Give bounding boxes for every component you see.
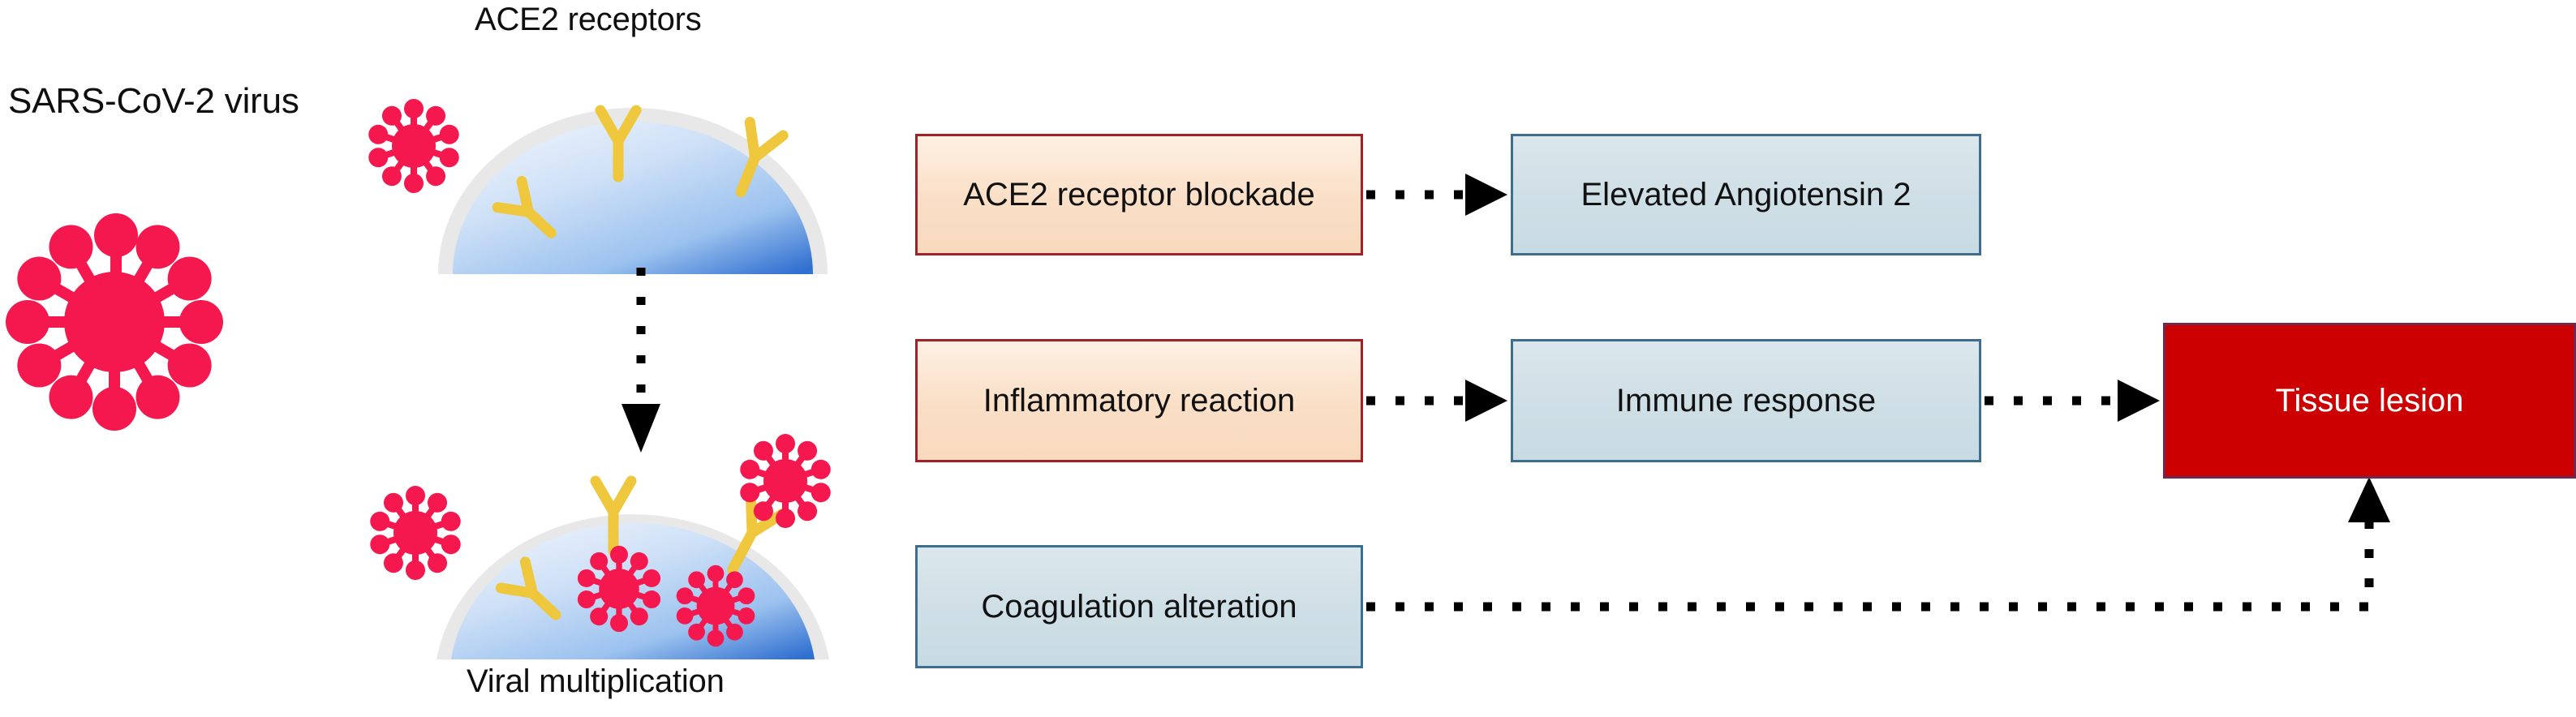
cell-dome-top-graphic xyxy=(438,108,828,274)
virus-particle-outside-right xyxy=(740,434,831,528)
node-immune-response[interactable]: Immune response xyxy=(1511,339,1981,462)
host-cell-top xyxy=(368,89,836,276)
node-label: Elevated Angiotensin 2 xyxy=(1580,177,1912,213)
connector-inflammatory-to-immune xyxy=(1366,380,1507,422)
ace2-receptor-icon xyxy=(495,556,561,620)
host-cell-bottom xyxy=(370,434,836,661)
ace2-receptor-icon xyxy=(735,117,789,198)
node-label: Coagulation alteration xyxy=(981,589,1297,625)
node-label: ACE2 receptor blockade xyxy=(963,177,1315,213)
viral-multiplication-label: Viral multiplication xyxy=(467,663,725,699)
sars-cov-2-panel: SARS-CoV-2 virus xyxy=(0,0,381,717)
connector-immune-to-tissue-lesion xyxy=(1985,380,2160,422)
ace2-receptors-label: ACE2 receptors xyxy=(475,2,702,37)
node-tissue-lesion[interactable]: Tissue lesion xyxy=(2163,323,2576,479)
connector-ace2-to-angiotensin xyxy=(1366,174,1507,216)
node-coagulation-alteration[interactable]: Coagulation alteration xyxy=(915,545,1363,668)
sars-cov-2-label: SARS-CoV-2 virus xyxy=(8,81,299,121)
node-label: Inflammatory reaction xyxy=(983,383,1296,419)
connector-coagulation-to-tissue-lesion xyxy=(1366,477,2390,612)
node-inflammatory-reaction[interactable]: Inflammatory reaction xyxy=(915,339,1363,462)
virus-particle-inside-2 xyxy=(676,565,755,647)
node-elevated-angiotensin-2[interactable]: Elevated Angiotensin 2 xyxy=(1511,134,1981,255)
ace2-receptor-icon xyxy=(590,475,637,556)
node-label: Tissue lesion xyxy=(2275,383,2464,419)
infection-progression-arrow xyxy=(621,268,660,453)
node-label: Immune response xyxy=(1615,383,1877,419)
sars-cov-2-virus-icon xyxy=(6,213,223,431)
ace2-receptor-icon xyxy=(492,175,557,238)
ace2-receptor-icon xyxy=(595,105,642,182)
node-ace2-receptor-blockade[interactable]: ACE2 receptor blockade xyxy=(915,134,1363,255)
virus-particle-bound-top xyxy=(368,99,459,193)
virus-particle-inside-1 xyxy=(577,545,661,633)
ace2-receptor-group-top xyxy=(492,105,789,238)
virus-particle-outside-left xyxy=(370,486,461,580)
